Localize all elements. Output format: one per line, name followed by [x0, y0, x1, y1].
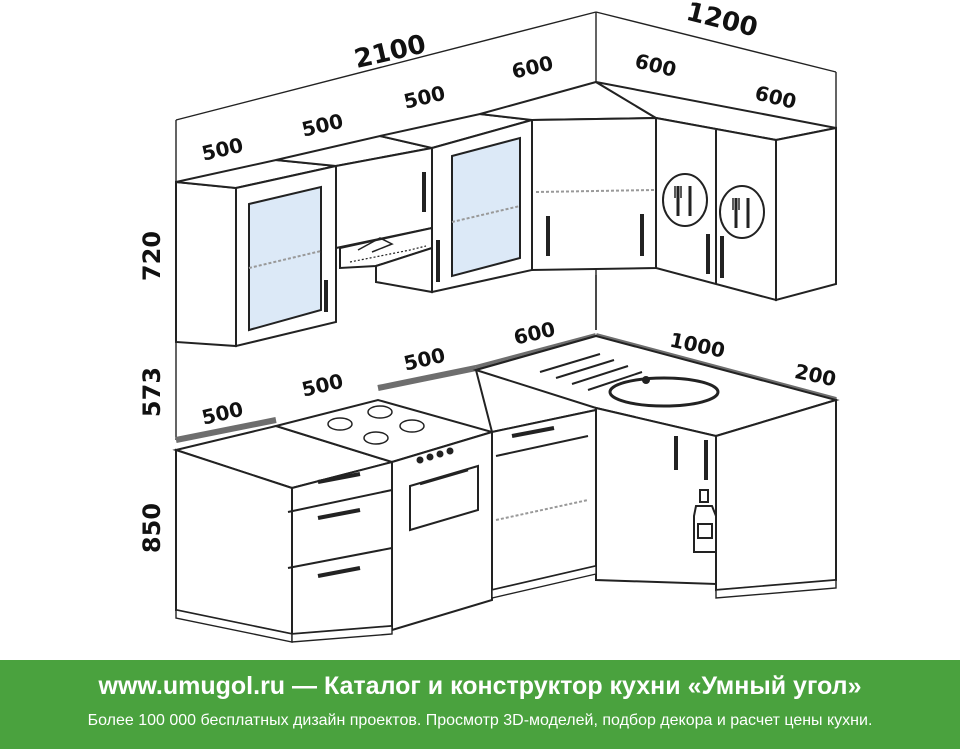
upper-cabinet-hood — [275, 134, 433, 270]
dim-upper-right: 600 — [753, 81, 799, 114]
kitchen-svg: 2100 1200 500 500 500 600 600 600 720 57… — [138, 0, 840, 643]
dim-upper-corner-left: 600 — [509, 51, 555, 84]
base-drawer-unit — [172, 424, 396, 636]
dim-wall-left-total: 2100 — [352, 29, 429, 75]
dim-base-height: 850 — [138, 503, 166, 553]
plinth — [175, 565, 837, 643]
cutlery-icon — [719, 185, 765, 239]
base-cabinets — [172, 334, 840, 643]
dim-upper-corner-right: 600 — [633, 49, 679, 82]
cutlery-icon — [662, 173, 708, 227]
dim-base-cab-3: 500 — [401, 343, 447, 376]
stove-unit — [272, 398, 496, 632]
glass-panel-3 — [451, 136, 521, 278]
upper-right-cabinets — [595, 81, 837, 302]
sink-unit — [472, 334, 840, 592]
bottle-icon — [693, 489, 717, 553]
dim-upper-cab-3: 500 — [401, 81, 447, 114]
gas-burners-icon — [327, 405, 425, 445]
upper-cabinet-glass-1 — [175, 158, 337, 348]
dim-base-filler: 200 — [793, 359, 839, 391]
dim-base-cab-2: 500 — [299, 369, 345, 402]
dim-upper-cab-1: 500 — [199, 133, 245, 166]
dim-gap-height: 573 — [138, 367, 166, 417]
dimension-labels: 2100 1200 500 500 500 600 600 600 720 57… — [138, 0, 838, 553]
footer-subtitle: Более 100 000 бесплатных дизайн проектов… — [87, 712, 873, 729]
upper-cabinets — [175, 80, 837, 348]
footer-banner: www.umugol.ru — Каталог и конструктор ку… — [0, 660, 960, 749]
dim-upper-height: 720 — [138, 231, 166, 281]
sink-icon — [608, 376, 720, 408]
dim-upper-cab-2: 500 — [299, 109, 345, 142]
upper-corner-cabinet — [479, 80, 660, 272]
footer-title[interactable]: www.umugol.ru — Каталог и конструктор ку… — [98, 672, 862, 700]
sink-drainboard — [539, 353, 643, 391]
kitchen-drawing: 2100 1200 500 500 500 600 600 600 720 57… — [138, 0, 840, 643]
dim-base-corner: 600 — [511, 317, 557, 350]
